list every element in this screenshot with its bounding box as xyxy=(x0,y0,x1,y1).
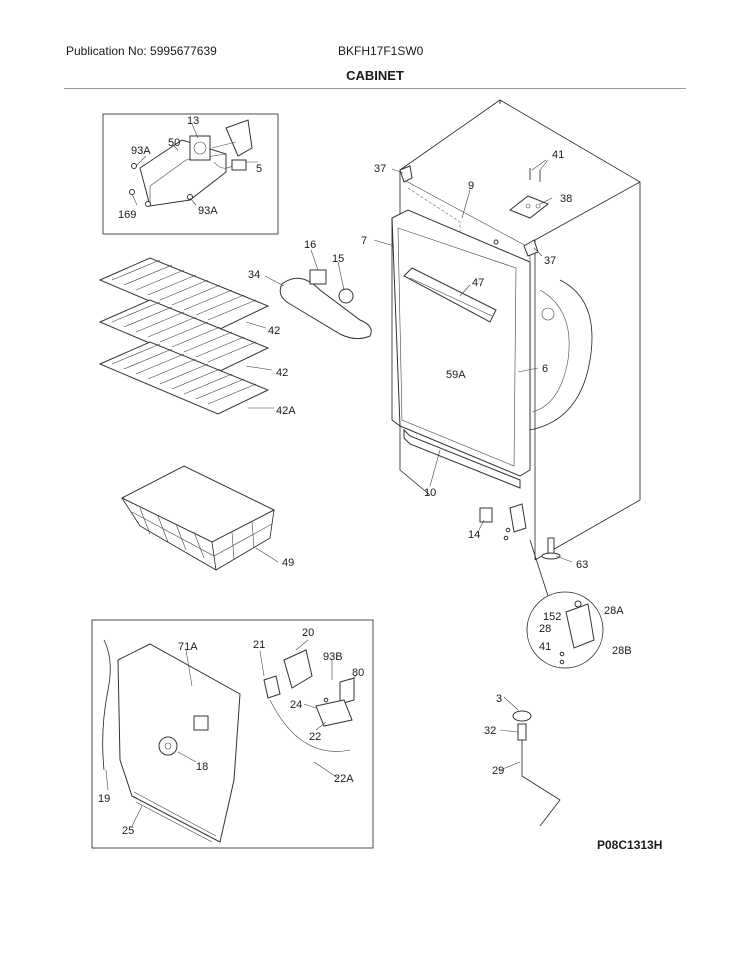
kick-plate xyxy=(403,428,521,489)
door-liner xyxy=(391,209,531,477)
callout-42-second: 42 xyxy=(276,367,288,379)
callout-25: 25 xyxy=(122,825,134,837)
callout-3: 3 xyxy=(496,693,502,705)
publication-number: Publication No: 5995677639 xyxy=(66,44,217,58)
callout-32: 32 xyxy=(484,725,496,737)
section-title: CABINET xyxy=(346,68,404,83)
callout-41-detail: 41 xyxy=(539,641,551,653)
callout-37: 37 xyxy=(374,163,386,175)
callout-28: 28 xyxy=(539,623,551,635)
callout-50: 50 xyxy=(168,137,180,149)
fan-assembly-inset xyxy=(102,113,279,235)
callout-93a-lower: 93A xyxy=(198,205,218,217)
callout-28a: 28A xyxy=(604,605,624,617)
callout-22a: 22A xyxy=(334,773,354,785)
callout-13: 13 xyxy=(187,115,199,127)
wire-basket xyxy=(120,465,276,571)
hinge-detail-circle xyxy=(526,539,604,669)
callout-20: 20 xyxy=(302,627,314,639)
callout-71a: 71A xyxy=(178,641,198,653)
callout-47: 47 xyxy=(472,277,484,289)
hinge-top xyxy=(399,165,549,257)
callout-49: 49 xyxy=(282,557,294,569)
callout-9: 9 xyxy=(468,180,474,192)
leader-lines xyxy=(105,123,573,827)
callout-41: 41 xyxy=(552,149,564,161)
callout-14: 14 xyxy=(468,529,480,541)
callout-29: 29 xyxy=(492,765,504,777)
callout-37-lower: 37 xyxy=(544,255,556,267)
callout-6: 6 xyxy=(542,363,548,375)
callout-80: 80 xyxy=(352,667,364,679)
callout-7: 7 xyxy=(361,235,367,247)
callout-16: 16 xyxy=(304,239,316,251)
wire-shelf-3 xyxy=(98,341,270,415)
model-number: BKFH17F1SW0 xyxy=(338,44,424,58)
callout-22: 22 xyxy=(309,731,321,743)
callout-19: 19 xyxy=(98,793,110,805)
evaporator-bar xyxy=(403,267,497,323)
callout-42: 42 xyxy=(268,325,280,337)
callout-34: 34 xyxy=(248,269,260,281)
callout-93b: 93B xyxy=(323,651,343,663)
bottom-hinge xyxy=(479,503,561,560)
callout-labels: 13 50 93A 5 169 93A 37 9 41 38 7 37 16 1… xyxy=(98,115,632,837)
header-divider xyxy=(64,88,686,89)
drawing-code: P08C1313H xyxy=(597,838,663,852)
callout-59a: 59A xyxy=(446,369,466,381)
callout-38: 38 xyxy=(560,193,572,205)
callout-5: 5 xyxy=(256,163,262,175)
drain-assembly xyxy=(512,710,561,827)
callout-24: 24 xyxy=(290,699,302,711)
callout-93a: 93A xyxy=(131,145,151,157)
callout-21: 21 xyxy=(253,639,265,651)
rear-panel-inset xyxy=(91,619,374,849)
callout-63: 63 xyxy=(576,559,588,571)
callout-15: 15 xyxy=(332,253,344,265)
callout-152: 152 xyxy=(543,611,561,623)
callout-169: 169 xyxy=(118,209,136,221)
thermostat-assembly xyxy=(279,269,372,340)
callout-10: 10 xyxy=(424,487,436,499)
callout-18: 18 xyxy=(196,761,208,773)
callout-42a: 42A xyxy=(276,405,296,417)
callout-28b: 28B xyxy=(612,645,632,657)
